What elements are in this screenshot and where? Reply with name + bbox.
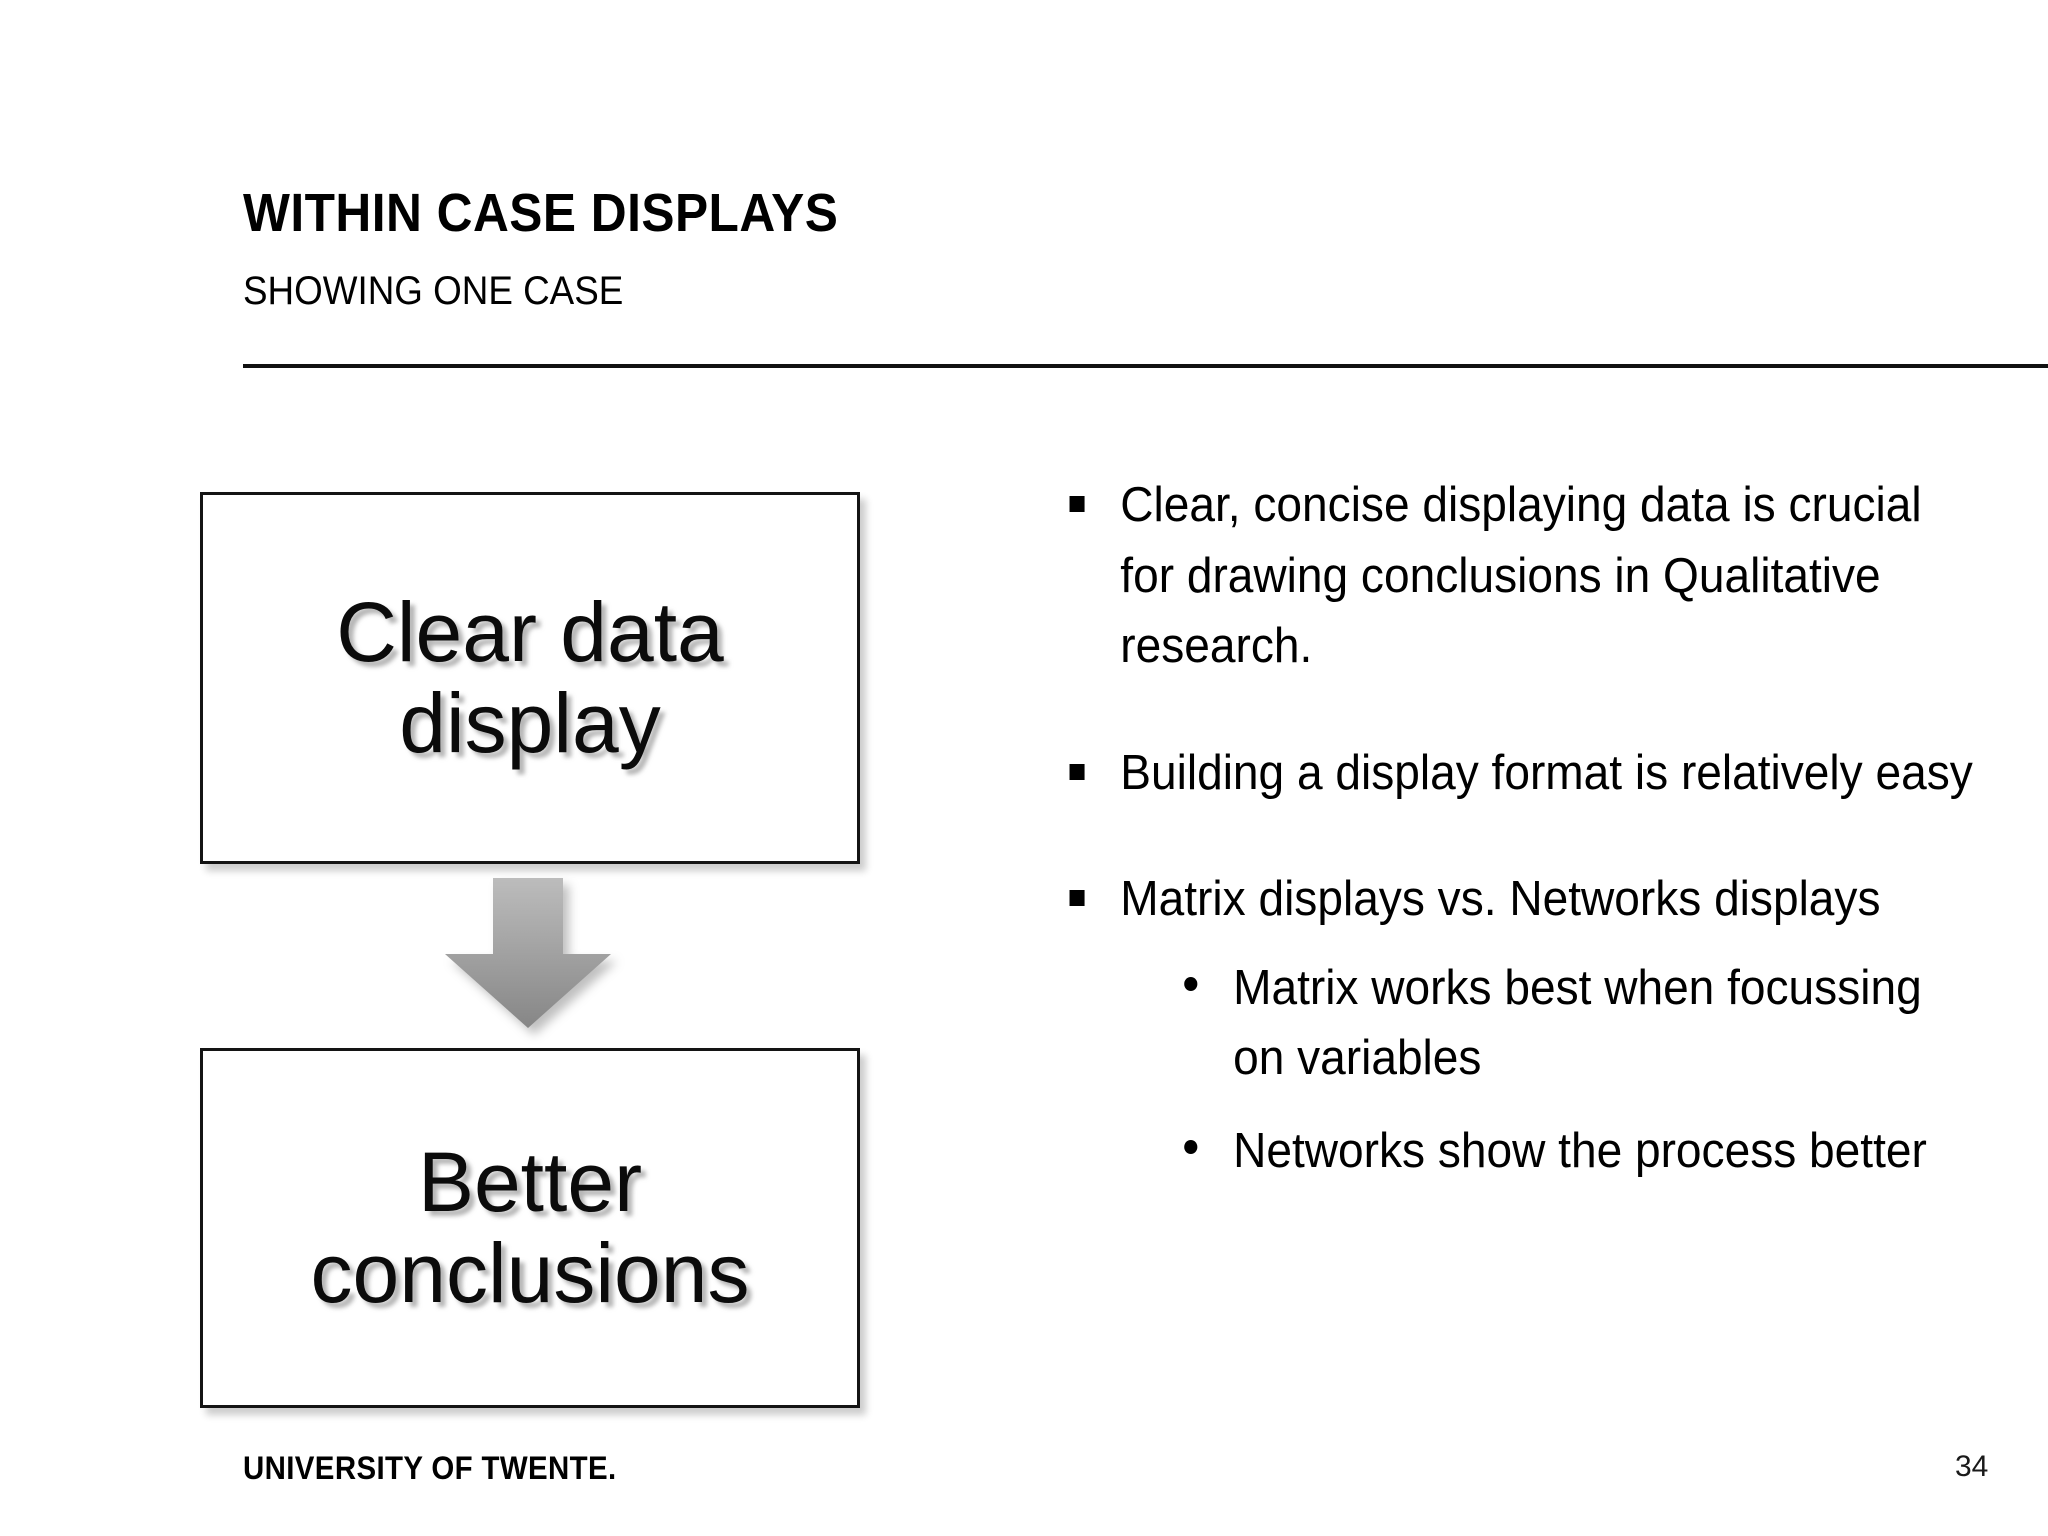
sub-bullet-item: Networks show the process better [1175,1116,1983,1187]
flow-diagram: Clear data display Better conclusions [0,0,900,1536]
round-bullet-icon [1184,1139,1198,1154]
square-bullet-icon [1069,890,1085,907]
sub-bullet-list: Matrix works best when focussing on vari… [1120,953,1983,1187]
sub-bullet-item-text: Matrix works best when focussing on vari… [1233,960,1922,1086]
down-arrow-icon [443,878,613,1030]
square-bullet-icon [1069,763,1085,780]
bullet-item-text: Clear, concise displaying data is crucia… [1120,478,1922,674]
flow-box-better-conclusions: Better conclusions [200,1048,860,1408]
bullet-item: Matrix displays vs. Networks displays Ma… [1062,864,1983,1186]
sub-bullet-item-text: Networks show the process better [1233,1123,1927,1178]
university-logo: UNIVERSITY OF TWENTE. [243,1450,617,1486]
bullet-list: Clear, concise displaying data is crucia… [1062,470,2042,1242]
page-subtitle: SHOWING ONE CASE [243,269,624,313]
bullet-item: Building a display format is relatively … [1062,738,1983,809]
page-number: 34 [1955,1450,1989,1483]
bullet-item-text: Building a display format is relatively … [1120,745,1973,800]
flow-box-clear-data: Clear data display [200,492,860,864]
title-divider [243,364,2048,368]
round-bullet-icon [1184,976,1198,991]
flow-box-better-conclusions-label: Better conclusions [310,1135,750,1320]
sub-bullet-item: Matrix works best when focussing on vari… [1175,953,1983,1094]
bullet-item-text: Matrix displays vs. Networks displays [1120,872,1881,927]
bullet-item: Clear, concise displaying data is crucia… [1062,470,1983,682]
square-bullet-icon [1069,496,1085,512]
page-title: WITHIN CASE DISPLAYS [243,183,839,243]
flow-box-clear-data-label: Clear data display [336,585,724,770]
